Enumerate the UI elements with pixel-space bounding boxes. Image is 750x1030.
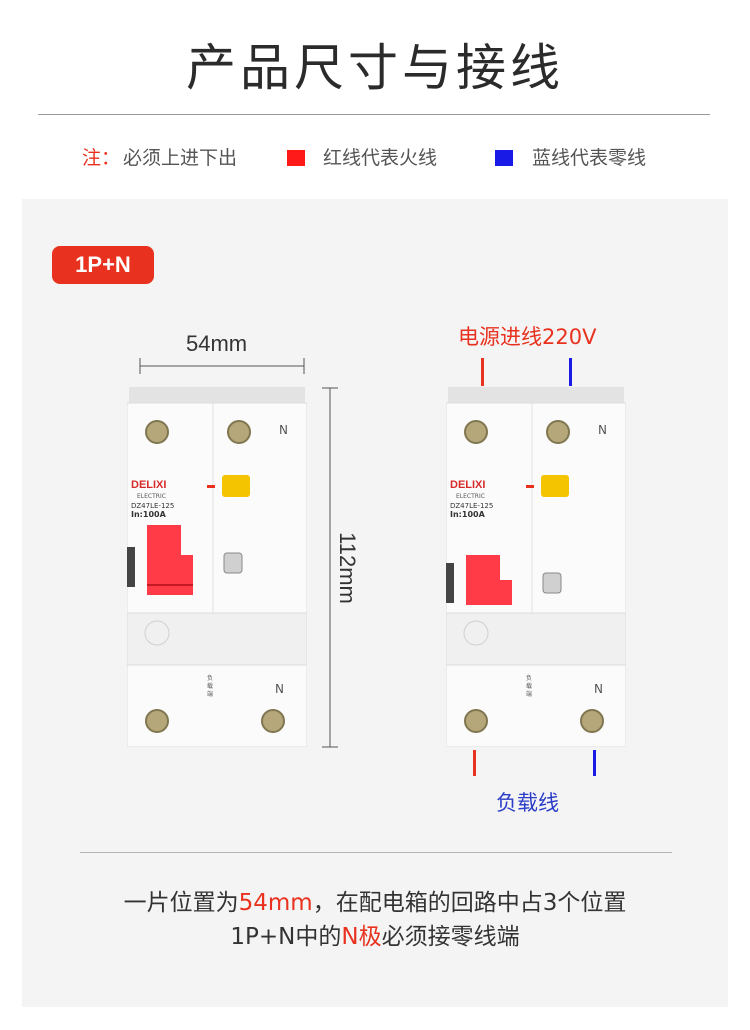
- bottom-line-1: 一片位置为54mm，在配电箱的回路中占3个位置: [0, 883, 750, 917]
- height-dimension-line: [322, 387, 338, 748]
- width-dimension-label: 54mm: [186, 331, 248, 356]
- height-dimension-label: 112mm: [335, 532, 360, 604]
- note-text: 必须上进下出: [123, 147, 238, 169]
- red-swatch: [287, 150, 305, 166]
- output-live-wire: [473, 750, 476, 776]
- width-dimension-line: [139, 358, 305, 374]
- n-top-label: N: [598, 423, 607, 437]
- blue-legend-text: 蓝线代表零线: [532, 147, 647, 169]
- bottom-line-2-a: 1P+N中的: [230, 924, 342, 950]
- input-wire-label: 电源进线220V: [458, 325, 597, 349]
- brand-logo: DELIXI: [131, 479, 167, 491]
- legend: 注： 必须上进下出 红线代表火线 蓝线代表零线: [0, 145, 750, 175]
- page-title: 产品尺寸与接线: [186, 39, 564, 97]
- blue-swatch: [495, 150, 513, 166]
- model-label: DZ47LE-125: [450, 502, 494, 510]
- output-wire-label: 负载线: [496, 791, 559, 815]
- bottom-line-1-b: ，在配电箱的回路中占3个位置: [312, 890, 627, 916]
- n-top-label: N: [279, 423, 288, 437]
- brand-logo: DELIXI: [450, 479, 486, 491]
- n-bottom-label: N: [275, 682, 284, 696]
- bottom-line-1-a: 一片位置为: [123, 890, 239, 916]
- load-end-label: 负载端: [207, 675, 214, 698]
- rating-label: In:100A: [450, 510, 485, 519]
- bottom-line-2-b: 必须接零线端: [381, 924, 520, 950]
- breaker-right: DELIXI ELECTRIC DZ47LE-125 In:100A N N 负…: [445, 385, 627, 748]
- breaker-left: DELIXI ELECTRIC DZ47LE-125 In:100A N N 负…: [126, 385, 308, 748]
- output-neutral-wire: [593, 750, 596, 776]
- bottom-line-2-highlight: N极: [341, 924, 382, 950]
- red-legend-text: 红线代表火线: [323, 147, 438, 169]
- title-divider: [38, 114, 710, 115]
- n-bottom-label: N: [594, 682, 603, 696]
- brand-sub: ELECTRIC: [137, 493, 166, 500]
- bottom-divider: [80, 852, 672, 853]
- bottom-line-1-highlight: 54mm: [238, 890, 313, 916]
- input-neutral-wire: [569, 358, 572, 386]
- pole-badge: 1P+N: [52, 246, 154, 284]
- input-live-wire: [481, 358, 484, 386]
- load-end-label: 负载端: [526, 675, 533, 698]
- brand-sub: ELECTRIC: [456, 493, 485, 500]
- model-label: DZ47LE-125: [131, 502, 175, 510]
- note-label: 注：: [82, 147, 121, 169]
- bottom-line-2: 1P+N中的N极必须接零线端: [0, 917, 750, 951]
- rating-label: In:100A: [131, 510, 166, 519]
